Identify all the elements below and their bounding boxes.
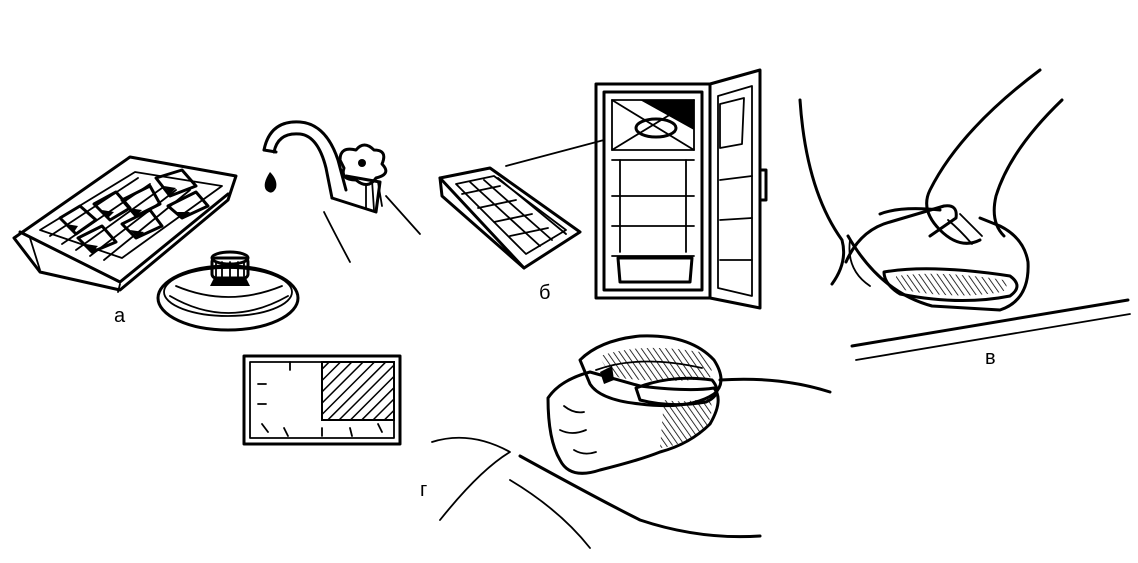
refrigerator <box>594 68 768 310</box>
hands-wrapping-ice-bag <box>798 68 1064 312</box>
arrow-line <box>505 139 605 167</box>
timer-card <box>242 354 402 446</box>
table-edge <box>850 298 1131 361</box>
panel-label-b: б <box>539 282 551 304</box>
ice-tray <box>12 155 238 293</box>
water-drop <box>264 172 277 193</box>
ice-bag <box>156 250 300 332</box>
water-tap <box>262 120 421 263</box>
ice-cube-tray <box>438 166 582 270</box>
panel-label-v: в <box>985 347 996 369</box>
panel-label-g: г <box>420 479 428 501</box>
ice-cubes <box>58 168 210 254</box>
person-with-ice-bag <box>431 334 832 549</box>
panel-label-a: а <box>114 305 126 327</box>
